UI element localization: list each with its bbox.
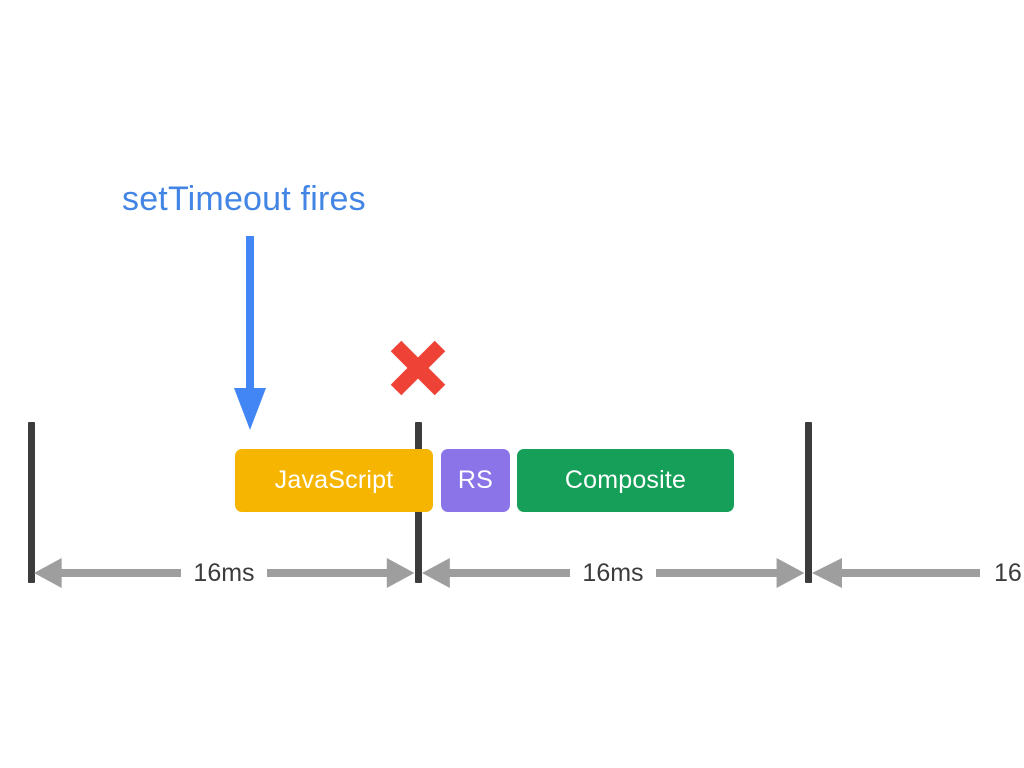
measurement-label-3: 16 [994, 559, 1022, 587]
timeline-block-rs[interactable]: RS [441, 449, 510, 512]
red-x-icon [388, 338, 448, 398]
frame-boundary-tick-2 [805, 422, 812, 583]
down-arrow-icon [232, 236, 268, 430]
arrow-left-icon-3 [812, 553, 980, 593]
measurement-span-1: 16ms [34, 553, 414, 593]
arrow-right-icon-2 [655, 553, 804, 593]
measurement-span-2: 16ms [422, 553, 804, 593]
settimeout-annotation-label: setTimeout fires [122, 180, 366, 218]
arrow-left-icon-2 [422, 553, 571, 593]
frame-boundary-tick-0 [28, 422, 35, 583]
measurement-span-3: 16 [812, 553, 1024, 593]
timeline-block-javascript[interactable]: JavaScript [235, 449, 433, 512]
arrow-right-icon-1 [266, 553, 414, 593]
measurement-label-2: 16ms [582, 559, 644, 587]
arrow-left-icon-1 [34, 553, 182, 593]
timeline-block-composite[interactable]: Composite [517, 449, 734, 512]
measurement-label-1: 16ms [193, 559, 255, 587]
